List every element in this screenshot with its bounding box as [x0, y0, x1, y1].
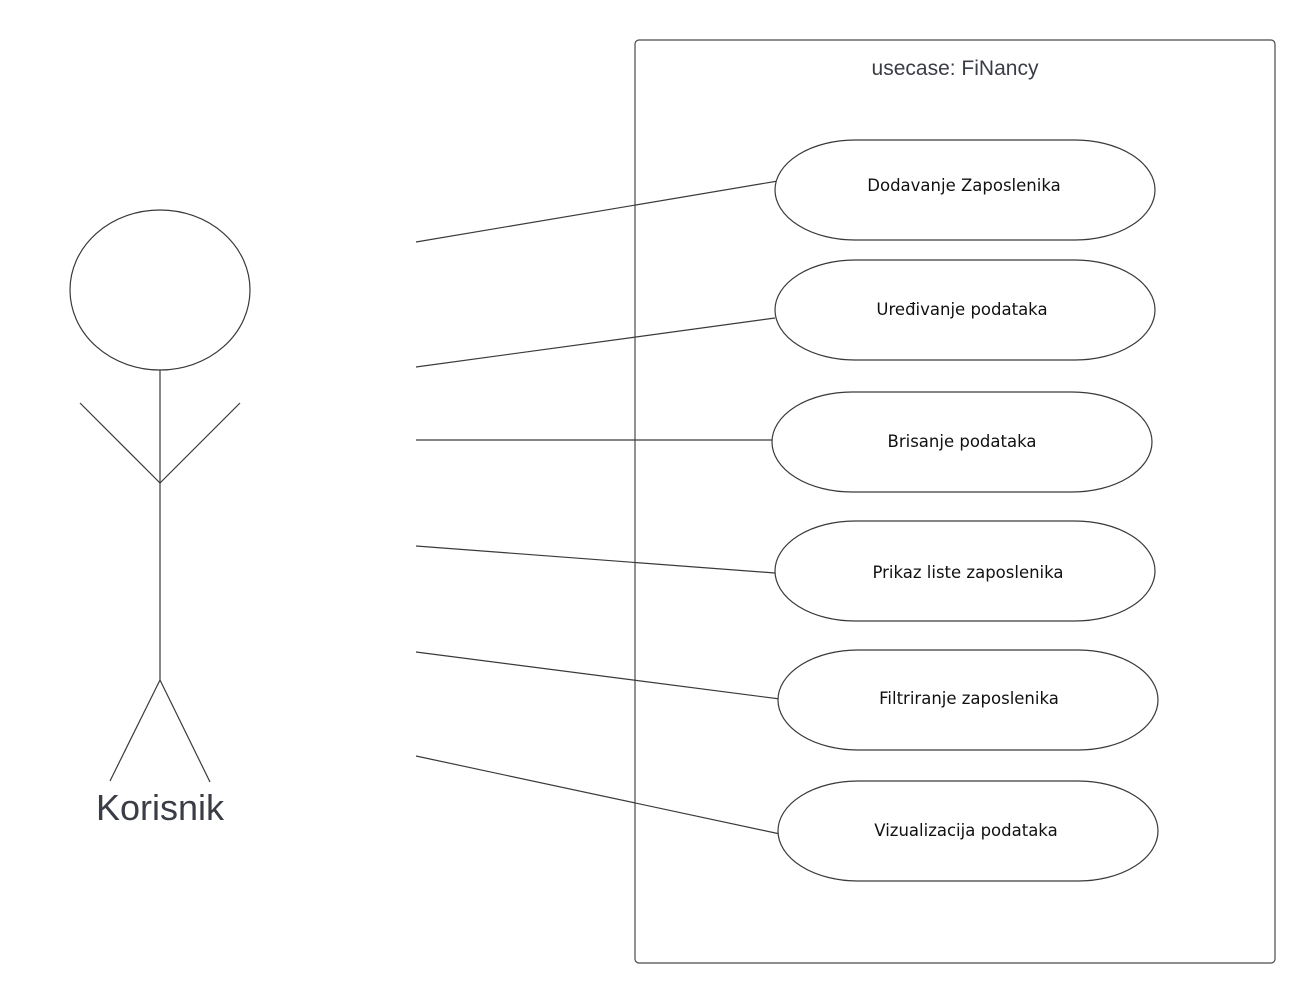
association-line-vizualizacija [415, 755, 781, 835]
use-case-shape [774, 520, 1156, 622]
actor-left-leg [109, 679, 161, 782]
association-line-prikaz [415, 545, 776, 574]
use-case-label: Brisanje podataka [888, 432, 1037, 451]
use-case-dodavanje[interactable]: Dodavanje Zaposlenika [774, 139, 1156, 241]
use-case-uredivanje[interactable]: Uređivanje podataka [774, 259, 1156, 361]
actor-right-arm [159, 402, 241, 484]
use-case-shape [771, 391, 1153, 493]
actor[interactable]: Korisnik [69, 209, 251, 828]
use-case-prikaz[interactable]: Prikaz liste zaposlenika [774, 520, 1156, 622]
actor-label: Korisnik [96, 787, 225, 828]
system-title: usecase: FiNancy [872, 57, 1039, 80]
use-case-label: Filtriranje zaposlenika [879, 689, 1059, 708]
use-case-vizualizacija[interactable]: Vizualizacija podataka [777, 780, 1159, 882]
use-case-shape [777, 780, 1159, 882]
actor-head [69, 209, 251, 371]
use-case-filtriranje[interactable]: Filtriranje zaposlenika [777, 649, 1159, 751]
association-line-filtriranje [415, 651, 781, 700]
use-case-shape [774, 139, 1156, 241]
use-case-label: Uređivanje podataka [876, 300, 1047, 319]
actor-right-leg [159, 679, 211, 783]
use-case-label: Vizualizacija podataka [874, 821, 1057, 840]
association-line-uredivanje [415, 317, 776, 368]
associations [415, 180, 781, 835]
use-case-label: Dodavanje Zaposlenika [867, 176, 1060, 195]
use-case-shape [774, 259, 1156, 361]
actor-left-arm [79, 402, 161, 484]
use-case-shape [777, 649, 1159, 751]
association-line-dodavanje [415, 180, 779, 243]
use-case-label: Prikaz liste zaposlenika [872, 563, 1063, 582]
use-case-brisanje[interactable]: Brisanje podataka [771, 391, 1153, 493]
